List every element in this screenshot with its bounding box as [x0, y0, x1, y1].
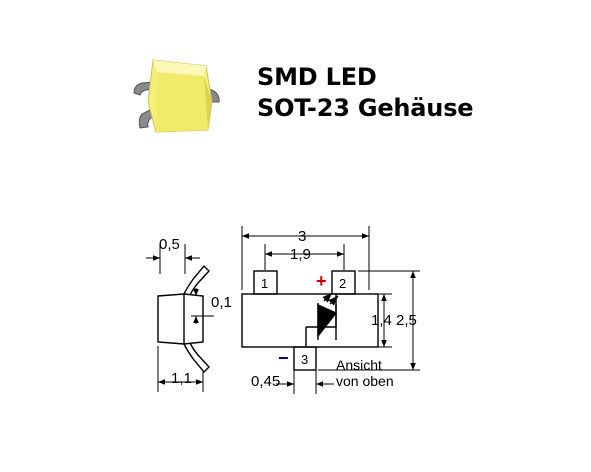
- led-symbol-icon: [305, 292, 339, 347]
- side-dim-height: 1,1: [171, 370, 192, 387]
- top-dim-total-width: 2,5: [396, 312, 417, 329]
- pin-3-label: 3: [301, 352, 308, 367]
- title-line-1: SMD LED: [257, 63, 377, 91]
- top-dim-length: 3: [298, 228, 306, 245]
- side-view-outline: [157, 264, 210, 374]
- top-view: 3 1,9 1,4 2,5 0,45 1 2 3 + − Ansicht von…: [241, 226, 420, 394]
- top-dim-body-width: 1,4: [371, 312, 392, 329]
- side-dim-standoff: 0,1: [211, 294, 232, 311]
- photo-body: [147, 59, 213, 133]
- cathode-minus-sign: −: [278, 348, 289, 368]
- side-dim-lead-length: 0,5: [159, 236, 180, 253]
- view-label-line-2: von oben: [336, 373, 394, 389]
- side-view: 0,5 0,1 1,1: [146, 236, 232, 392]
- top-view-dimension-lines: [241, 226, 420, 394]
- side-view-dimension-lines: [146, 244, 214, 392]
- view-label-line-1: Ansicht: [336, 357, 382, 373]
- title-block: SMD LED SOT-23 Gehäuse: [257, 62, 474, 124]
- pin-1-label: 1: [261, 276, 268, 291]
- led-photo: [133, 59, 220, 133]
- anode-plus-sign: +: [316, 271, 327, 291]
- top-dim-pin-pitch: 1,9: [290, 246, 311, 263]
- pin-2-label: 2: [339, 276, 346, 291]
- title-line-2: SOT-23 Gehäuse: [257, 94, 474, 122]
- top-view-outline: [241, 270, 379, 371]
- top-dim-lead-width: 0,45: [251, 373, 280, 390]
